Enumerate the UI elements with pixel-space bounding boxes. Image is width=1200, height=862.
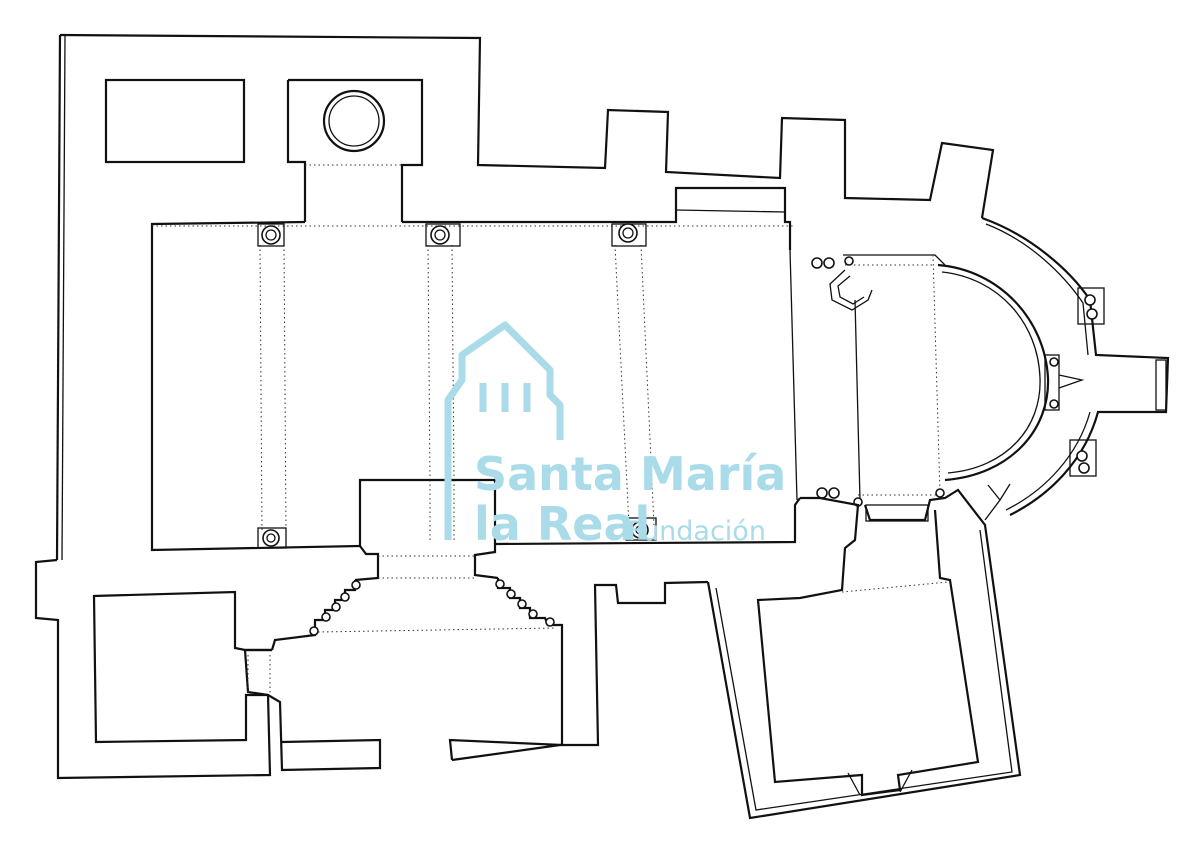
- arcades: [259, 244, 655, 542]
- apse-outer: [981, 216, 1170, 516]
- watermark-line1: Santa María: [474, 447, 786, 501]
- southwest-room: [92, 590, 382, 772]
- watermark: Santa María la Real Fundación: [444, 321, 786, 551]
- south-porch: [270, 478, 709, 762]
- nave: [150, 186, 801, 552]
- crossing: [811, 254, 946, 507]
- outer-wall: [34, 33, 995, 780]
- watermark-line3: Fundación: [628, 516, 766, 547]
- southeast-chapel: [706, 488, 1022, 820]
- west-rooms: [104, 78, 424, 222]
- church-logo-icon: [444, 321, 564, 540]
- watermark-line2: la Real: [474, 497, 650, 551]
- nave-columns: [257, 223, 657, 549]
- apse-inner: [937, 263, 1050, 521]
